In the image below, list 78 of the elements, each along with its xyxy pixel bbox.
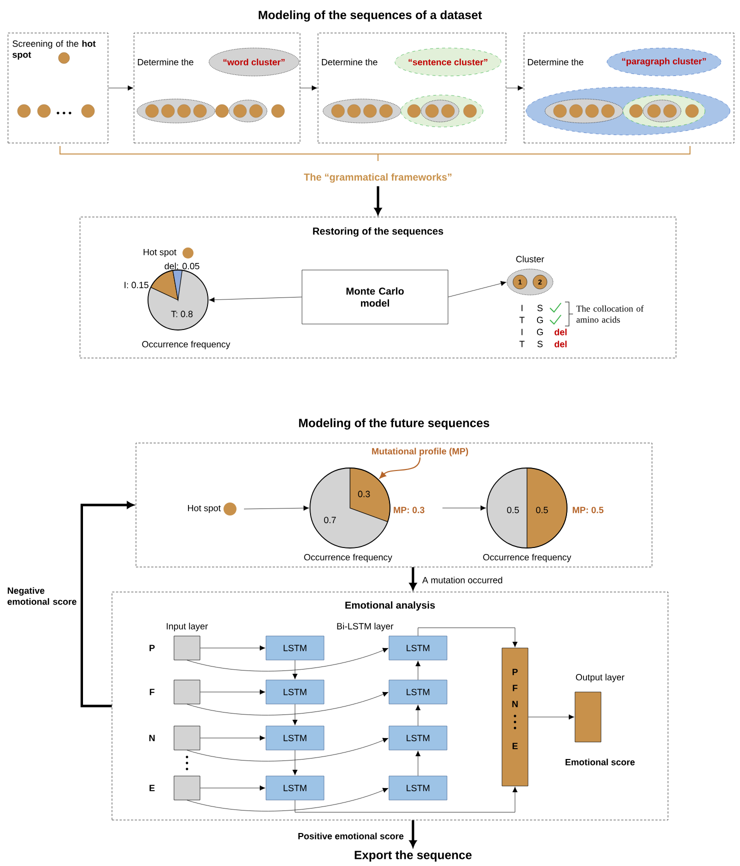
framework-label: The “grammatical frameworks” — [304, 173, 452, 183]
table-cell: S — [537, 304, 543, 312]
arrow — [294, 786, 518, 812]
arrow — [300, 85, 318, 91]
lstm-cell: LSTM — [266, 726, 324, 750]
arrow — [80, 501, 134, 708]
edge-label: A mutation occurred — [421, 576, 504, 584]
arrow — [200, 785, 266, 791]
layer-label: Output layer — [576, 674, 624, 682]
row-letter: P — [150, 644, 155, 652]
score-label: Emotional score — [566, 758, 635, 766]
row-letter: N — [149, 734, 155, 742]
layer-label: Bi-LSTM layer — [337, 622, 394, 632]
note-text: The collocation of amino acids — [576, 305, 644, 323]
arrow — [186, 738, 388, 762]
arrow — [415, 660, 421, 680]
lstm-cell: LSTM — [388, 680, 448, 704]
pie-label: Occurrence frequency — [142, 340, 230, 350]
lstm-cell: LSTM — [388, 726, 448, 750]
arrow — [415, 704, 421, 726]
arrow — [244, 506, 310, 511]
lstm-cell: LSTM — [388, 776, 448, 800]
arrow — [186, 648, 388, 672]
diagram-title: Modeling of the sequences of a dataset — [258, 10, 482, 22]
row-letter: F — [150, 688, 154, 696]
pie-chart: T: 0.8 — [148, 270, 208, 330]
table-cell: T — [519, 340, 525, 348]
step-box: Screening of the hot spot — [8, 32, 108, 144]
arrow — [292, 704, 298, 726]
lstm-cell: LSTM — [266, 776, 324, 800]
export-label: Export the sequence — [354, 850, 472, 862]
edge-label: Negative emotional score — [6, 586, 78, 606]
profile-label: Mutational profile (MP) — [372, 448, 468, 456]
arrow — [200, 735, 266, 741]
arrow — [442, 505, 486, 511]
pie-label: MP: 0.5 — [572, 506, 604, 514]
lstm-cell: LSTM — [388, 636, 448, 660]
arrow — [292, 660, 298, 680]
pie-chart: 0.3 0.7 — [310, 468, 390, 548]
lstm-cell: LSTM — [266, 680, 324, 704]
arrow — [200, 645, 266, 651]
pie-label: Hot spot — [144, 248, 176, 258]
arrow — [448, 280, 506, 298]
row-letter: E — [150, 784, 155, 792]
table-cell: G — [536, 316, 543, 324]
table-cell: T — [519, 316, 525, 324]
arrow — [186, 692, 388, 716]
table-cell: del — [554, 328, 567, 336]
arrow — [208, 296, 302, 302]
pie-label: I: 0.15 — [124, 282, 148, 288]
hot-spot-label: Hot spot — [188, 504, 221, 514]
arrow — [186, 788, 388, 812]
pie-label: Occurrence frequency — [483, 554, 572, 562]
arrow — [409, 820, 417, 848]
pie-chart: 0.5 0.5 — [486, 468, 568, 548]
arrow — [528, 714, 574, 720]
table-cell: S — [537, 340, 543, 348]
arrow — [200, 689, 266, 695]
cluster-label: Cluster — [516, 256, 544, 262]
arrow — [374, 186, 382, 215]
table-cell: del — [554, 340, 567, 348]
arrow — [506, 85, 524, 91]
pie-label: del: 0.05 — [164, 262, 200, 270]
arrow — [418, 628, 518, 648]
pfn-bar: P F N E — [502, 648, 528, 786]
model-box: Monte Carlo model — [302, 270, 448, 324]
lstm-cell: LSTM — [266, 636, 324, 660]
arrow — [409, 567, 417, 590]
node-label: Modeling of the future sequences — [299, 418, 490, 430]
arrow — [379, 457, 421, 479]
pie-label: MP: 0.3 — [394, 506, 424, 514]
arrow — [415, 750, 421, 776]
edge-label: Positive emotional score — [296, 832, 405, 840]
arrow — [292, 750, 298, 776]
pie-label: Occurrence frequency — [304, 554, 392, 562]
table-cell: G — [536, 328, 543, 336]
arrow — [108, 85, 134, 91]
layer-label: Input layer — [166, 622, 208, 632]
